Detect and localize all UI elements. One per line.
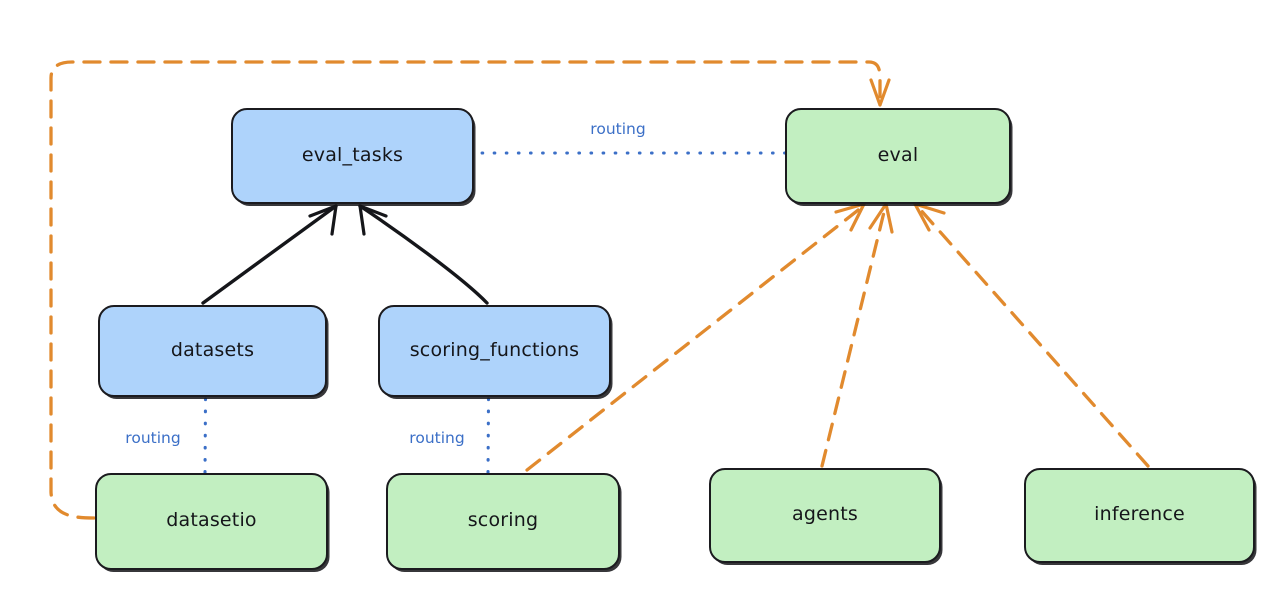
edge-label-routing-scoring_functions-scoring: routing xyxy=(409,429,465,447)
edge-agents-to-eval xyxy=(820,202,894,468)
node-inference[interactable]: inference xyxy=(1024,468,1255,563)
node-label: datasets xyxy=(170,338,255,361)
edge-datasets-to-eval_tasks xyxy=(201,204,338,305)
node-label: scoring xyxy=(467,509,539,531)
node-scoring_functions[interactable]: scoring_functions xyxy=(378,305,611,397)
node-eval[interactable]: eval xyxy=(785,108,1011,204)
edge-label-routing-datasets-datasetio: routing xyxy=(125,429,181,447)
node-label: scoring_functions xyxy=(409,338,580,361)
node-label: eval_tasks xyxy=(301,143,404,166)
node-scoring[interactable]: scoring xyxy=(386,473,620,570)
edge-inference-to-eval xyxy=(913,202,1150,468)
edge-scoring_functions-to-scoring xyxy=(486,397,491,476)
node-label: eval xyxy=(877,143,919,166)
node-datasets[interactable]: datasets xyxy=(98,305,327,397)
node-label: datasetio xyxy=(166,509,257,531)
node-datasetio[interactable]: datasetio xyxy=(95,473,328,570)
node-label: agents xyxy=(792,503,858,525)
node-label: inference xyxy=(1094,503,1185,525)
node-eval_tasks[interactable]: eval_tasks xyxy=(231,108,474,204)
node-agents[interactable]: agents xyxy=(709,468,941,563)
edge-label-routing-eval_tasks-eval: routing xyxy=(590,120,646,138)
edge-scoring_functions-to-eval_tasks xyxy=(358,204,489,305)
edge-datasets-to-datasetio xyxy=(203,397,208,476)
